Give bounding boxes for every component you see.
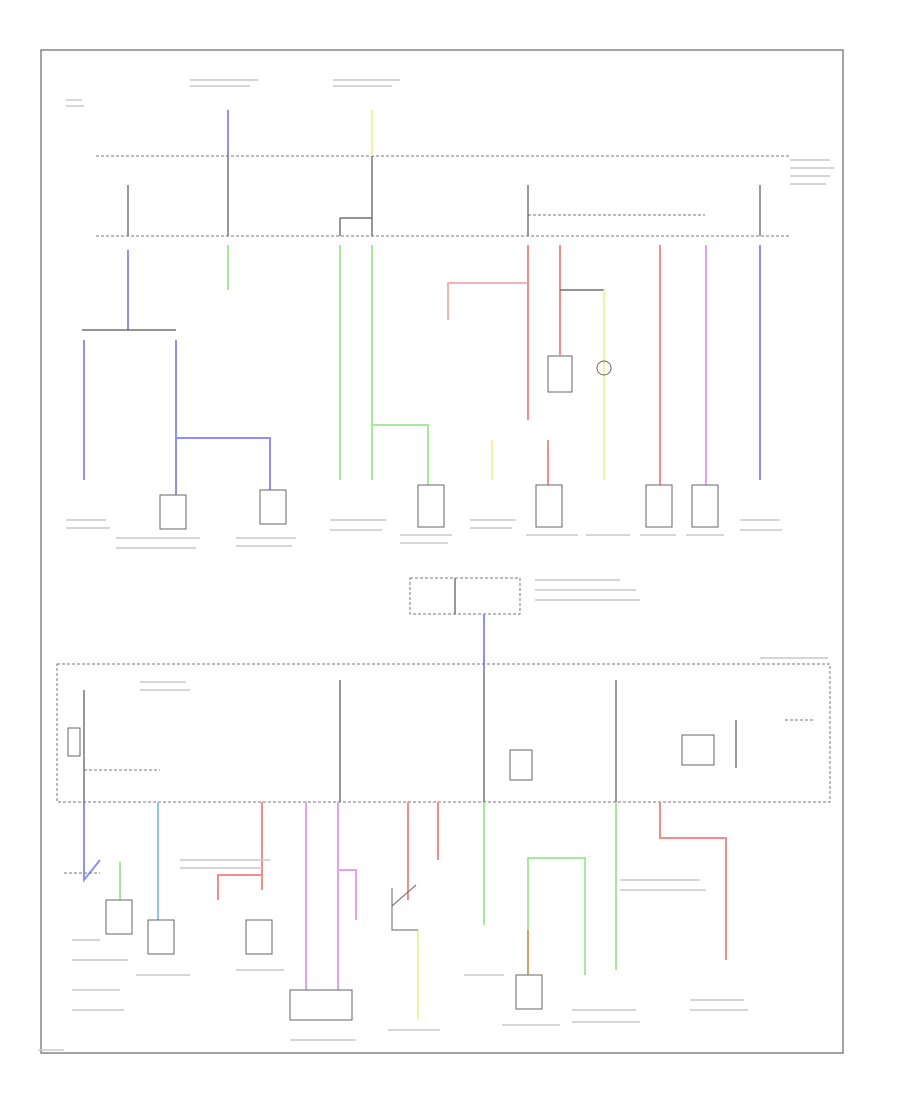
illegible-annotations — [38, 79, 834, 1051]
lamp-icon — [596, 360, 612, 376]
wire-red — [659, 802, 727, 960]
switch-icon — [391, 884, 418, 931]
wire-blue — [83, 802, 101, 883]
load-box-6 — [691, 484, 719, 528]
lower-fuse-block — [56, 663, 831, 803]
load-box-11 — [289, 989, 353, 1021]
load-box-3 — [417, 484, 445, 528]
load-box-5 — [645, 484, 673, 528]
load-box-9 — [147, 919, 175, 955]
load-box-2 — [259, 489, 287, 525]
load-box-4 — [535, 484, 563, 528]
wire-pink — [447, 282, 528, 320]
wire-blue — [176, 437, 271, 490]
upper-branch-wires — [82, 245, 761, 495]
upper-fuse-block — [96, 155, 790, 237]
wire-violet — [338, 869, 357, 920]
wire-red — [217, 874, 262, 900]
diagram-frame — [40, 49, 844, 1054]
lower-loads — [64, 872, 543, 1021]
load-box-1 — [159, 494, 187, 530]
load-box-8 — [105, 899, 133, 935]
load-box-7 — [547, 355, 573, 393]
relay-box-center — [409, 577, 521, 670]
load-box-10 — [245, 919, 273, 955]
wire-green — [527, 857, 586, 980]
lower-branch-wires — [83, 802, 727, 1020]
main-feed-wires — [127, 110, 761, 236]
upper-loads — [159, 355, 719, 530]
wire-green — [372, 424, 429, 485]
load-box-12 — [515, 974, 543, 1010]
